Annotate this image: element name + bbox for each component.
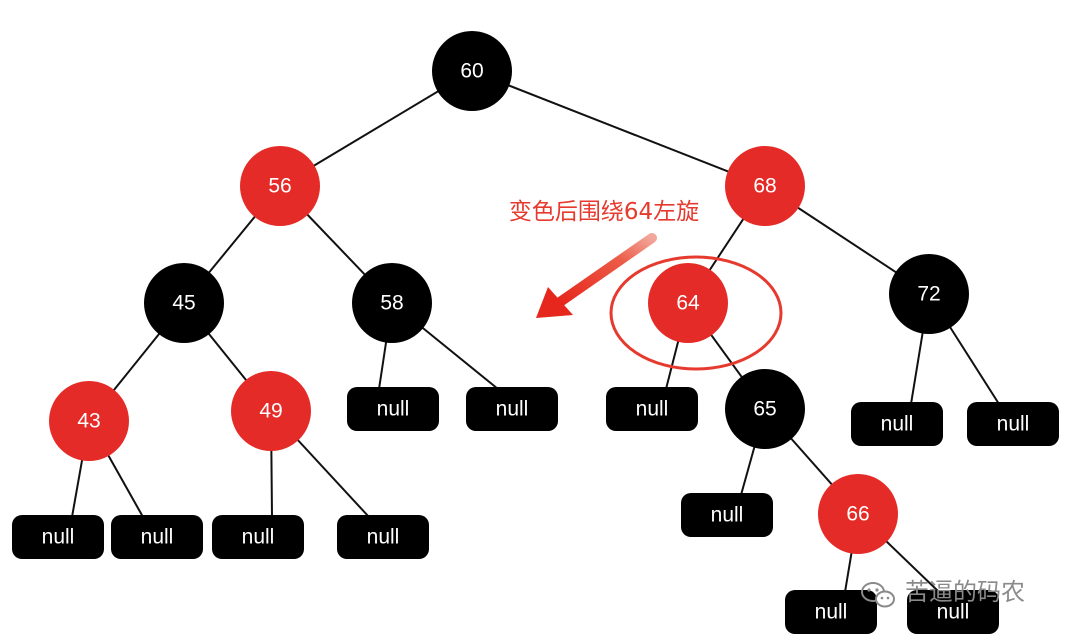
null-leaf-box	[907, 590, 999, 634]
tree-node-label: 45	[172, 292, 195, 315]
tree-node-58: 58	[352, 263, 432, 343]
null-leaf-72R: null	[967, 402, 1059, 446]
null-leaf-box	[12, 515, 104, 559]
tree-node-circle	[240, 146, 320, 226]
tree-nodes: 60 56 68 45 58 64 72 43 49 null null null 65 null null…	[12, 31, 1059, 634]
tree-node-circle	[352, 263, 432, 343]
tree-node-56: 56	[240, 146, 320, 226]
tree-node-circle	[818, 474, 898, 554]
tree-node-label: 56	[268, 175, 291, 198]
tree-node-43: 43	[49, 381, 129, 461]
tree-node-circle	[432, 31, 512, 111]
tree-node-circle	[725, 146, 805, 226]
null-leaf-label: null	[815, 601, 848, 624]
tree-node-label: 66	[846, 503, 869, 526]
annotation-text: 变色后围绕64左旋	[509, 199, 699, 225]
null-leaf-49R: null	[337, 515, 429, 559]
tree-node-label: 58	[380, 292, 403, 315]
tree-node-label: 68	[753, 175, 776, 198]
tree-node-label: 60	[460, 60, 483, 83]
null-leaf-label: null	[711, 504, 744, 527]
tree-node-66: 66	[818, 474, 898, 554]
null-leaf-label: null	[42, 526, 75, 549]
null-leaf-label: null	[937, 601, 970, 624]
tree-node-label: 72	[917, 283, 940, 306]
null-leaf-58L: null	[347, 387, 439, 431]
wechat-icon	[861, 582, 895, 608]
null-leaf-66L: null	[785, 590, 877, 634]
tree-edge-60-68	[471, 70, 766, 187]
tree-node-circle	[231, 371, 311, 451]
tree-node-label: 65	[753, 398, 776, 421]
tree-node-circle	[648, 263, 728, 343]
null-leaf-box	[967, 402, 1059, 446]
tree-node-64: 64	[648, 263, 728, 343]
null-leaf-49L: null	[212, 515, 304, 559]
null-leaf-box	[347, 387, 439, 431]
annotation-arrow-shaft	[555, 233, 657, 307]
tree-node-45: 45	[144, 263, 224, 343]
null-leaf-64L: null	[606, 387, 698, 431]
null-leaf-72L: null	[851, 402, 943, 446]
null-leaf-box	[681, 493, 773, 537]
watermark-text: 苦逼的码农	[905, 578, 1025, 606]
tree-node-49: 49	[231, 371, 311, 451]
null-leaf-label: null	[881, 413, 914, 436]
null-leaf-label: null	[636, 398, 669, 421]
null-leaf-58R: null	[466, 387, 558, 431]
highlight-ellipse	[609, 255, 783, 371]
tree-node-circle	[49, 381, 129, 461]
null-leaf-label: null	[496, 398, 529, 421]
null-leaf-label: null	[377, 398, 410, 421]
tree-node-circle	[889, 254, 969, 334]
tree-node-circle	[144, 263, 224, 343]
null-leaf-box	[785, 590, 877, 634]
rotation-annotation: 变色后围绕64左旋	[509, 199, 699, 318]
tree-node-68: 68	[725, 146, 805, 226]
tree-node-circle	[725, 369, 805, 449]
null-leaf-box	[337, 515, 429, 559]
null-leaf-label: null	[242, 526, 275, 549]
annotation-arrow	[536, 233, 657, 318]
null-leaf-box	[851, 402, 943, 446]
watermark: 苦逼的码农	[861, 578, 1025, 608]
null-leaf-65L: null	[681, 493, 773, 537]
null-leaf-66R: null	[907, 590, 999, 634]
null-leaf-box	[212, 515, 304, 559]
tree-node-label: 43	[77, 410, 100, 433]
null-leaf-label: null	[997, 413, 1030, 436]
null-leaf-box	[606, 387, 698, 431]
tree-node-60: 60	[432, 31, 512, 111]
null-leaf-43L: null	[12, 515, 104, 559]
tree-node-label: 49	[259, 400, 282, 423]
null-leaf-box	[466, 387, 558, 431]
tree-node-72: 72	[889, 254, 969, 334]
null-leaf-box	[111, 515, 203, 559]
tree-node-65: 65	[725, 369, 805, 449]
null-leaf-label: null	[141, 526, 174, 549]
tree-node-label: 64	[676, 292, 700, 315]
highlight-layer	[609, 255, 783, 371]
null-leaf-43R: null	[111, 515, 203, 559]
null-leaf-label: null	[367, 526, 400, 549]
annotation-arrow-head	[536, 287, 573, 318]
